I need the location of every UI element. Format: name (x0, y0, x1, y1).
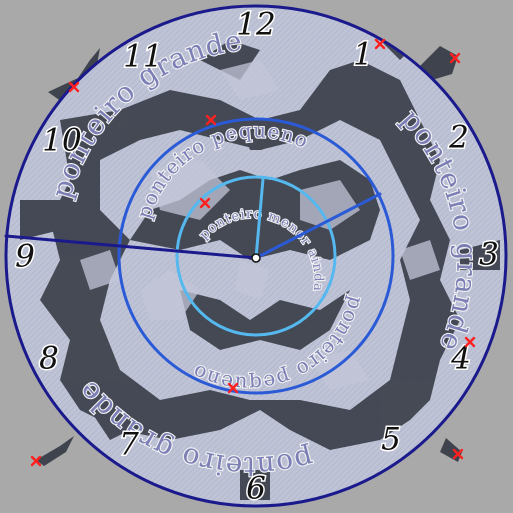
x-mark-icon (374, 38, 386, 50)
maze-corridors (20, 30, 500, 500)
numeral-4: 4 (450, 341, 471, 377)
numeral-8: 8 (39, 341, 59, 377)
numeral-12: 12 (236, 7, 275, 43)
long-hand (4, 234, 258, 260)
x-mark-icon (452, 448, 464, 460)
x-mark-icon (227, 382, 239, 394)
numeral-1: 1 (353, 37, 373, 73)
x-mark-icon (449, 52, 461, 64)
x-mark-icon (68, 81, 80, 93)
outer-ring (4, 4, 508, 508)
medium-hand (254, 192, 382, 260)
numeral-5: 5 (381, 422, 401, 458)
inner-ring (175, 175, 337, 337)
clock-numerals: 12 1 2 3 4 5 6 7 8 9 10 11 (14, 5, 501, 508)
numeral-10: 10 (42, 123, 81, 159)
numeral-7: 7 (119, 427, 139, 463)
numeral-6: 6 (246, 471, 266, 507)
numeral-2: 2 (448, 120, 469, 156)
maze-walls (80, 60, 440, 390)
markers (30, 38, 476, 467)
numeral-9: 9 (15, 239, 35, 275)
x-mark-icon (30, 455, 42, 467)
numeral-11: 11 (123, 39, 162, 75)
x-mark-icon (199, 197, 211, 209)
x-mark-icon (464, 336, 476, 348)
x-mark-icon (205, 114, 217, 126)
short-hand (254, 177, 265, 260)
middle-ring (117, 117, 395, 395)
numeral-3: 3 (479, 237, 499, 273)
center-pivot (251, 253, 261, 263)
